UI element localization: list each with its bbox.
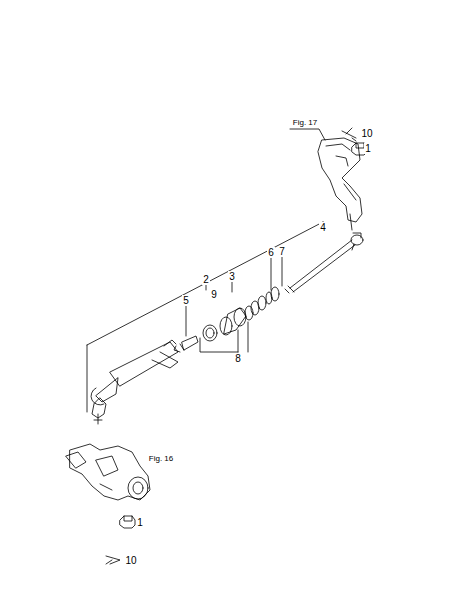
callout-number: 8	[234, 353, 242, 364]
callout-number: 10	[360, 128, 373, 139]
figure-reference: Fig. 17	[292, 117, 318, 128]
callout-number: 10	[124, 555, 137, 566]
callout-number: 1	[136, 517, 144, 528]
callout-number: 9	[210, 289, 218, 300]
callout-number: 5	[182, 295, 190, 306]
callout-number: 2	[202, 274, 210, 285]
callout-number: 4	[319, 222, 327, 233]
callout-number: 6	[267, 247, 275, 258]
callout-number: 3	[228, 271, 236, 282]
callout-number: 1	[364, 143, 372, 154]
figure-reference: Fig. 16	[148, 453, 174, 464]
callout-number: 7	[278, 246, 286, 257]
